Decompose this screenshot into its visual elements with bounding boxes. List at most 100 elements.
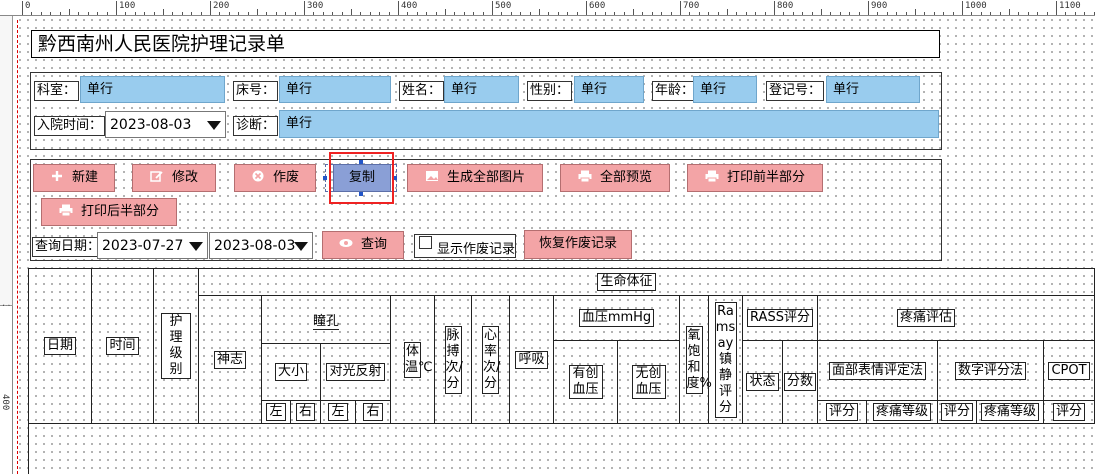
ruler-tick (50, 12, 52, 15)
numeric-rating: 评分 (937, 400, 977, 424)
print-first-half-button[interactable]: 打印前半部分 (687, 164, 823, 192)
ruler-tick (445, 9, 446, 15)
ruler-tick (1093, 12, 1095, 15)
ruler-tick (106, 12, 108, 15)
ruler-label: 100 (119, 1, 136, 11)
ruler-tick (144, 12, 146, 15)
ruler-tick (680, 1, 681, 15)
diagnosis-label: 诊断： (233, 116, 279, 136)
resize-handle[interactable] (323, 176, 327, 180)
ruler-tick (990, 12, 992, 15)
edit-button[interactable]: 修改 (132, 164, 216, 192)
generate-images-button[interactable]: 生成全部图片 (407, 164, 543, 192)
ruler-tick (943, 12, 945, 15)
ruler-tick (294, 12, 296, 15)
ruler-label: 0 (25, 1, 31, 11)
col-respiration-label: 呼吸 (515, 350, 548, 369)
regno-field[interactable]: 单行 (826, 76, 920, 103)
pupil-header: 瞳孔 (261, 295, 391, 344)
ruler-tick (623, 12, 625, 15)
ruler-tick (473, 12, 475, 15)
col-time-label: 时间 (106, 337, 139, 355)
regno-label: 登记号： (766, 81, 825, 101)
show-void-label: 显示作废记录 (437, 242, 516, 257)
ruler-tick (501, 12, 503, 15)
generate-images-label: 生成全部图片 (446, 170, 525, 185)
col-pulse-label: 脉搏次/分 (444, 325, 463, 394)
copy-button[interactable]: 复制 (333, 164, 391, 192)
preview-all-label: 全部预览 (599, 170, 652, 185)
show-void-checkbox[interactable] (419, 236, 432, 249)
col-pulse: 脉搏次/分 (434, 295, 472, 424)
right-label: 右 (363, 403, 383, 421)
ruler-tick (125, 12, 127, 15)
resize-handle[interactable] (359, 192, 363, 196)
dropdown-arrow-icon[interactable] (207, 121, 221, 130)
ruler-tick (633, 9, 634, 15)
bed-field[interactable]: 单行 (279, 76, 391, 103)
age-field[interactable]: 单行 (693, 76, 757, 103)
dept-field[interactable]: 单行 (80, 76, 225, 103)
col-invasive-bp: 有创血压 (553, 340, 618, 424)
rating-label: 评分 (940, 403, 973, 421)
query-end-date-value: 2023-08-03 (214, 238, 296, 254)
printer-icon (705, 170, 719, 182)
sex-field[interactable]: 单行 (574, 76, 644, 103)
ruler-tick (877, 12, 879, 15)
preview-all-button[interactable]: 全部预览 (560, 164, 670, 192)
ruler-tick (163, 9, 164, 15)
show-void-toggle[interactable]: 显示作废记录 (414, 234, 516, 258)
void-button[interactable]: 作废 (234, 164, 316, 192)
dropdown-arrow-icon[interactable] (189, 242, 203, 251)
face-scale-header: 面部表情评定法 (817, 340, 938, 401)
ruler-tick (821, 9, 822, 15)
restore-void-button[interactable]: 恢复作废记录 (524, 230, 632, 259)
light-reflex-header: 对光反射 (320, 343, 391, 401)
ruler-tick (1009, 9, 1010, 15)
ruler-tick (97, 12, 99, 15)
ruler-tick (698, 12, 700, 15)
toolbar-panel (30, 159, 942, 261)
void-button-label: 作废 (272, 170, 299, 185)
search-button[interactable]: 查询 (322, 231, 404, 259)
face-pain-level: 疼痛等级 (866, 400, 938, 424)
col-invasive-bp-label: 有创血压 (568, 365, 603, 399)
ruler-label: 400 (401, 1, 418, 11)
admit-date-picker[interactable]: 2023-08-03 (105, 111, 226, 138)
ruler-tick (322, 12, 324, 15)
ruler-tick (586, 1, 587, 15)
ruler-tick (181, 12, 183, 15)
new-button[interactable]: 新建 (33, 164, 115, 192)
ruler-tick (774, 1, 775, 15)
resize-handle[interactable] (393, 176, 397, 180)
ruler-tick (905, 12, 907, 15)
dropdown-arrow-icon[interactable] (294, 242, 308, 251)
ruler-tick (116, 1, 117, 15)
left-ruler-lower: 400 (0, 306, 13, 474)
ruler-tick (492, 1, 493, 15)
query-start-date-picker[interactable]: 2023-07-27 (97, 232, 208, 259)
numeric-pain-level: 疼痛等级 (976, 400, 1044, 424)
query-end-date-picker[interactable]: 2023-08-03 (209, 232, 313, 259)
printer-icon (578, 170, 592, 182)
col-mind: 神志 (198, 295, 262, 424)
ruler-tick (557, 12, 559, 15)
resize-handle[interactable] (359, 160, 363, 164)
diagnosis-field[interactable]: 单行 (279, 110, 939, 138)
ruler-tick (285, 12, 287, 15)
ruler-tick (238, 12, 240, 15)
numeric-scale-label: 数字评分法 (954, 361, 1026, 380)
age-label: 年龄： (652, 81, 698, 101)
name-field[interactable]: 单行 (444, 76, 519, 103)
ruler-tick (257, 9, 258, 15)
print-second-half-button[interactable]: 打印后半部分 (41, 198, 177, 226)
margin-guide (17, 20, 18, 474)
ruler-tick (228, 12, 230, 15)
ruler-tick (266, 12, 268, 15)
ruler-tick (642, 12, 644, 15)
face-scale-label: 面部表情评定法 (828, 361, 926, 380)
ruler-tick (435, 12, 437, 15)
void-icon (252, 170, 264, 182)
left-label: 左 (266, 403, 286, 421)
pain-level-label: 疼痛等级 (872, 403, 931, 421)
